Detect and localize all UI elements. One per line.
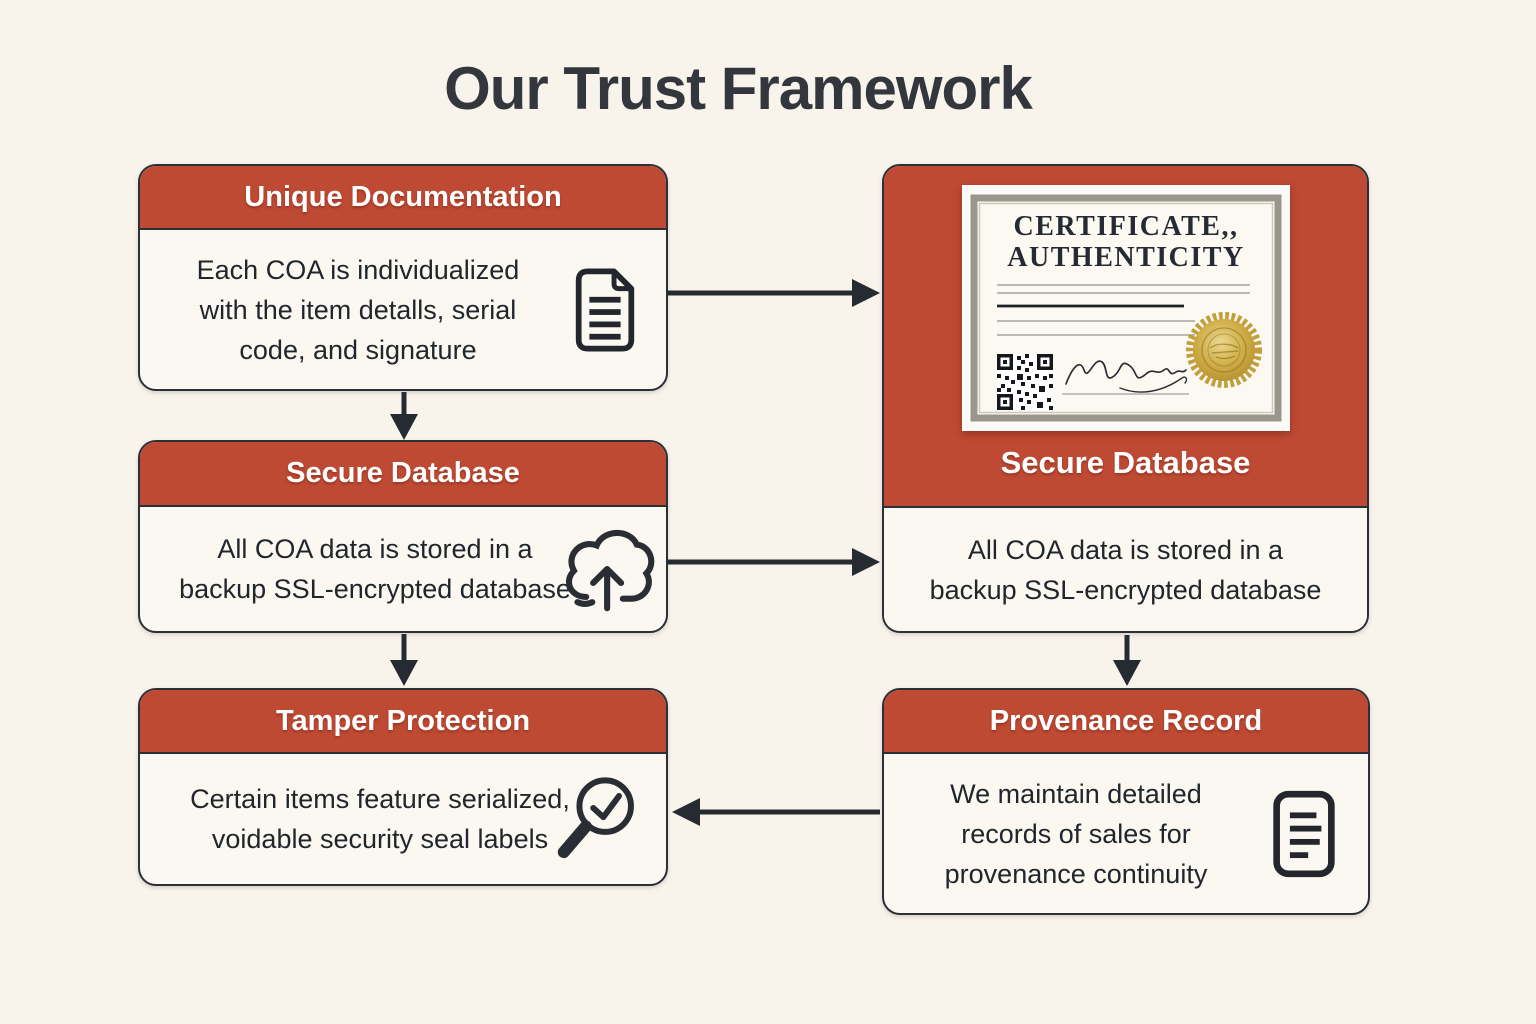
certificate-red-area: CERTIFICATE,, AUTHENTICITY	[884, 166, 1367, 508]
card-text: We maintain detailed records of sales fo…	[944, 778, 1208, 889]
card-secure-database: Secure Database All COA data is stored i…	[138, 440, 668, 633]
card-certificate-panel: CERTIFICATE,, AUTHENTICITY	[882, 164, 1369, 633]
qr-code-icon	[996, 354, 1053, 410]
certificate-title-line1: CERTIFICATE,,	[1013, 211, 1238, 242]
card-header: Secure Database	[140, 442, 666, 507]
card-body: All COA data is stored in a backup SSL-e…	[884, 508, 1367, 631]
card-body: We maintain detailed records of sales fo…	[884, 754, 1368, 913]
gold-seal-icon	[1185, 312, 1262, 388]
card-body: Each COA is individualized with the item…	[140, 230, 666, 389]
card-provenance-record: Provenance Record We maintain detailed r…	[882, 688, 1370, 915]
arrow-unique-to-certificate	[668, 279, 880, 307]
signature	[1061, 360, 1189, 395]
card-header: Unique Documentation	[140, 166, 666, 230]
card-body: All COA data is stored in a backup SSL-e…	[140, 507, 666, 631]
card-body: Certain items feature serialized, voidab…	[140, 754, 666, 884]
card-text: Each COA is individualized with the item…	[196, 254, 520, 365]
cloud-upload-icon	[560, 518, 656, 620]
certificate-title-line2: AUTHENTICITY	[1007, 242, 1244, 273]
magnifier-check-icon	[550, 769, 642, 869]
certificate-ruled-lines	[996, 284, 1250, 336]
arrow-provenance-to-tamper	[672, 798, 880, 826]
arrow-secure-to-certificate	[668, 548, 880, 576]
arrow-secure-to-tamper	[390, 634, 418, 686]
card-header-label: Tamper Protection	[275, 704, 531, 737]
card-header: Provenance Record	[884, 690, 1368, 754]
certificate-panel-label: Secure Database	[1000, 445, 1251, 480]
card-text: All COA data is stored in a backup SSL-e…	[929, 534, 1322, 605]
document-lines-icon	[1270, 789, 1338, 879]
document-icon	[568, 264, 642, 356]
certificate-image: CERTIFICATE,, AUTHENTICITY	[961, 185, 1290, 436]
card-header: Tamper Protection	[140, 690, 666, 754]
card-header-label: Unique Documentation	[244, 180, 562, 213]
arrow-unique-to-secure	[390, 392, 418, 440]
page-title: Our Trust Framework	[444, 55, 1033, 122]
card-text: All COA data is stored in a backup SSL-e…	[179, 534, 571, 604]
card-text: Certain items feature serialized, voidab…	[190, 784, 570, 854]
card-header-label: Provenance Record	[989, 704, 1263, 737]
arrow-certificate-to-provenance	[1113, 635, 1141, 686]
card-header-label: Secure Database	[286, 457, 520, 489]
card-unique-documentation: Unique Documentation Each COA is individ…	[138, 164, 668, 391]
card-tamper-protection: Tamper Protection Certain items feature …	[138, 688, 668, 886]
